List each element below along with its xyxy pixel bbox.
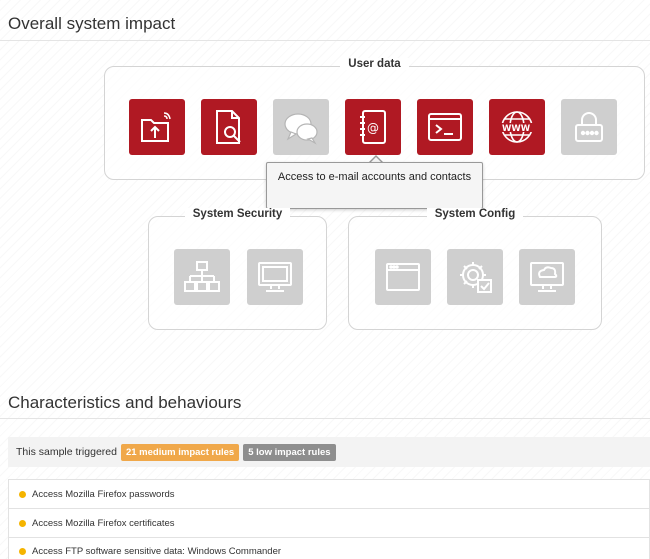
monitor-cloud-icon[interactable] — [519, 249, 575, 305]
terminal-icon[interactable] — [417, 99, 473, 155]
characteristics-section-title: Characteristics and behaviours — [8, 393, 242, 412]
section-divider — [0, 418, 650, 419]
address-book-icon[interactable]: @ — [345, 99, 401, 155]
monitor-icon[interactable] — [247, 249, 303, 305]
system-security-label: System Security — [184, 208, 291, 220]
user-data-icons: @ WWW — [129, 99, 617, 155]
behaviour-label: Access Mozilla Firefox passwords — [32, 488, 175, 500]
impact-section-title: Overall system impact — [8, 14, 176, 33]
list-item[interactable]: Access Mozilla Firefox certificates — [8, 508, 650, 537]
system-security-icons — [174, 249, 303, 305]
bullet-dot-icon — [19, 548, 26, 555]
section-divider — [0, 40, 650, 41]
summary-text: This sample triggered — [16, 446, 117, 458]
behaviour-label: Access FTP software sensitive data: Wind… — [32, 546, 282, 557]
system-config-icons — [375, 249, 575, 305]
bullet-dot-icon — [19, 490, 26, 498]
list-item[interactable]: Access FTP software sensitive data: Wind… — [8, 537, 650, 559]
list-item[interactable]: Access Mozilla Firefox passwords — [8, 479, 650, 508]
chat-bubbles-icon[interactable] — [273, 99, 329, 155]
bullet-dot-icon — [19, 519, 26, 527]
behaviour-list: Access Mozilla Firefox passwords Access … — [8, 479, 650, 559]
icon-tooltip: Access to e-mail accounts and contacts — [266, 162, 483, 209]
folder-upload-icon[interactable] — [129, 99, 185, 155]
www-globe-icon[interactable]: WWW — [489, 99, 545, 155]
user-data-label: User data — [340, 58, 409, 70]
document-search-icon[interactable] — [201, 99, 257, 155]
medium-impact-badge[interactable]: 21 medium impact rules — [120, 443, 240, 461]
rules-summary-bar: This sample triggered 21 medium impact r… — [8, 437, 650, 467]
behaviour-label: Access Mozilla Firefox certificates — [32, 517, 175, 529]
browser-window-icon[interactable] — [375, 249, 431, 305]
system-security-group: System Security — [148, 208, 327, 330]
gear-settings-icon[interactable] — [447, 249, 503, 305]
network-hierarchy-icon[interactable] — [174, 249, 230, 305]
password-lock-icon[interactable] — [561, 99, 617, 155]
svg-text:WWW: WWW — [502, 124, 531, 134]
svg-text:@: @ — [367, 121, 379, 135]
low-impact-badge[interactable]: 5 low impact rules — [243, 443, 336, 461]
system-config-label: System Config — [426, 208, 524, 220]
